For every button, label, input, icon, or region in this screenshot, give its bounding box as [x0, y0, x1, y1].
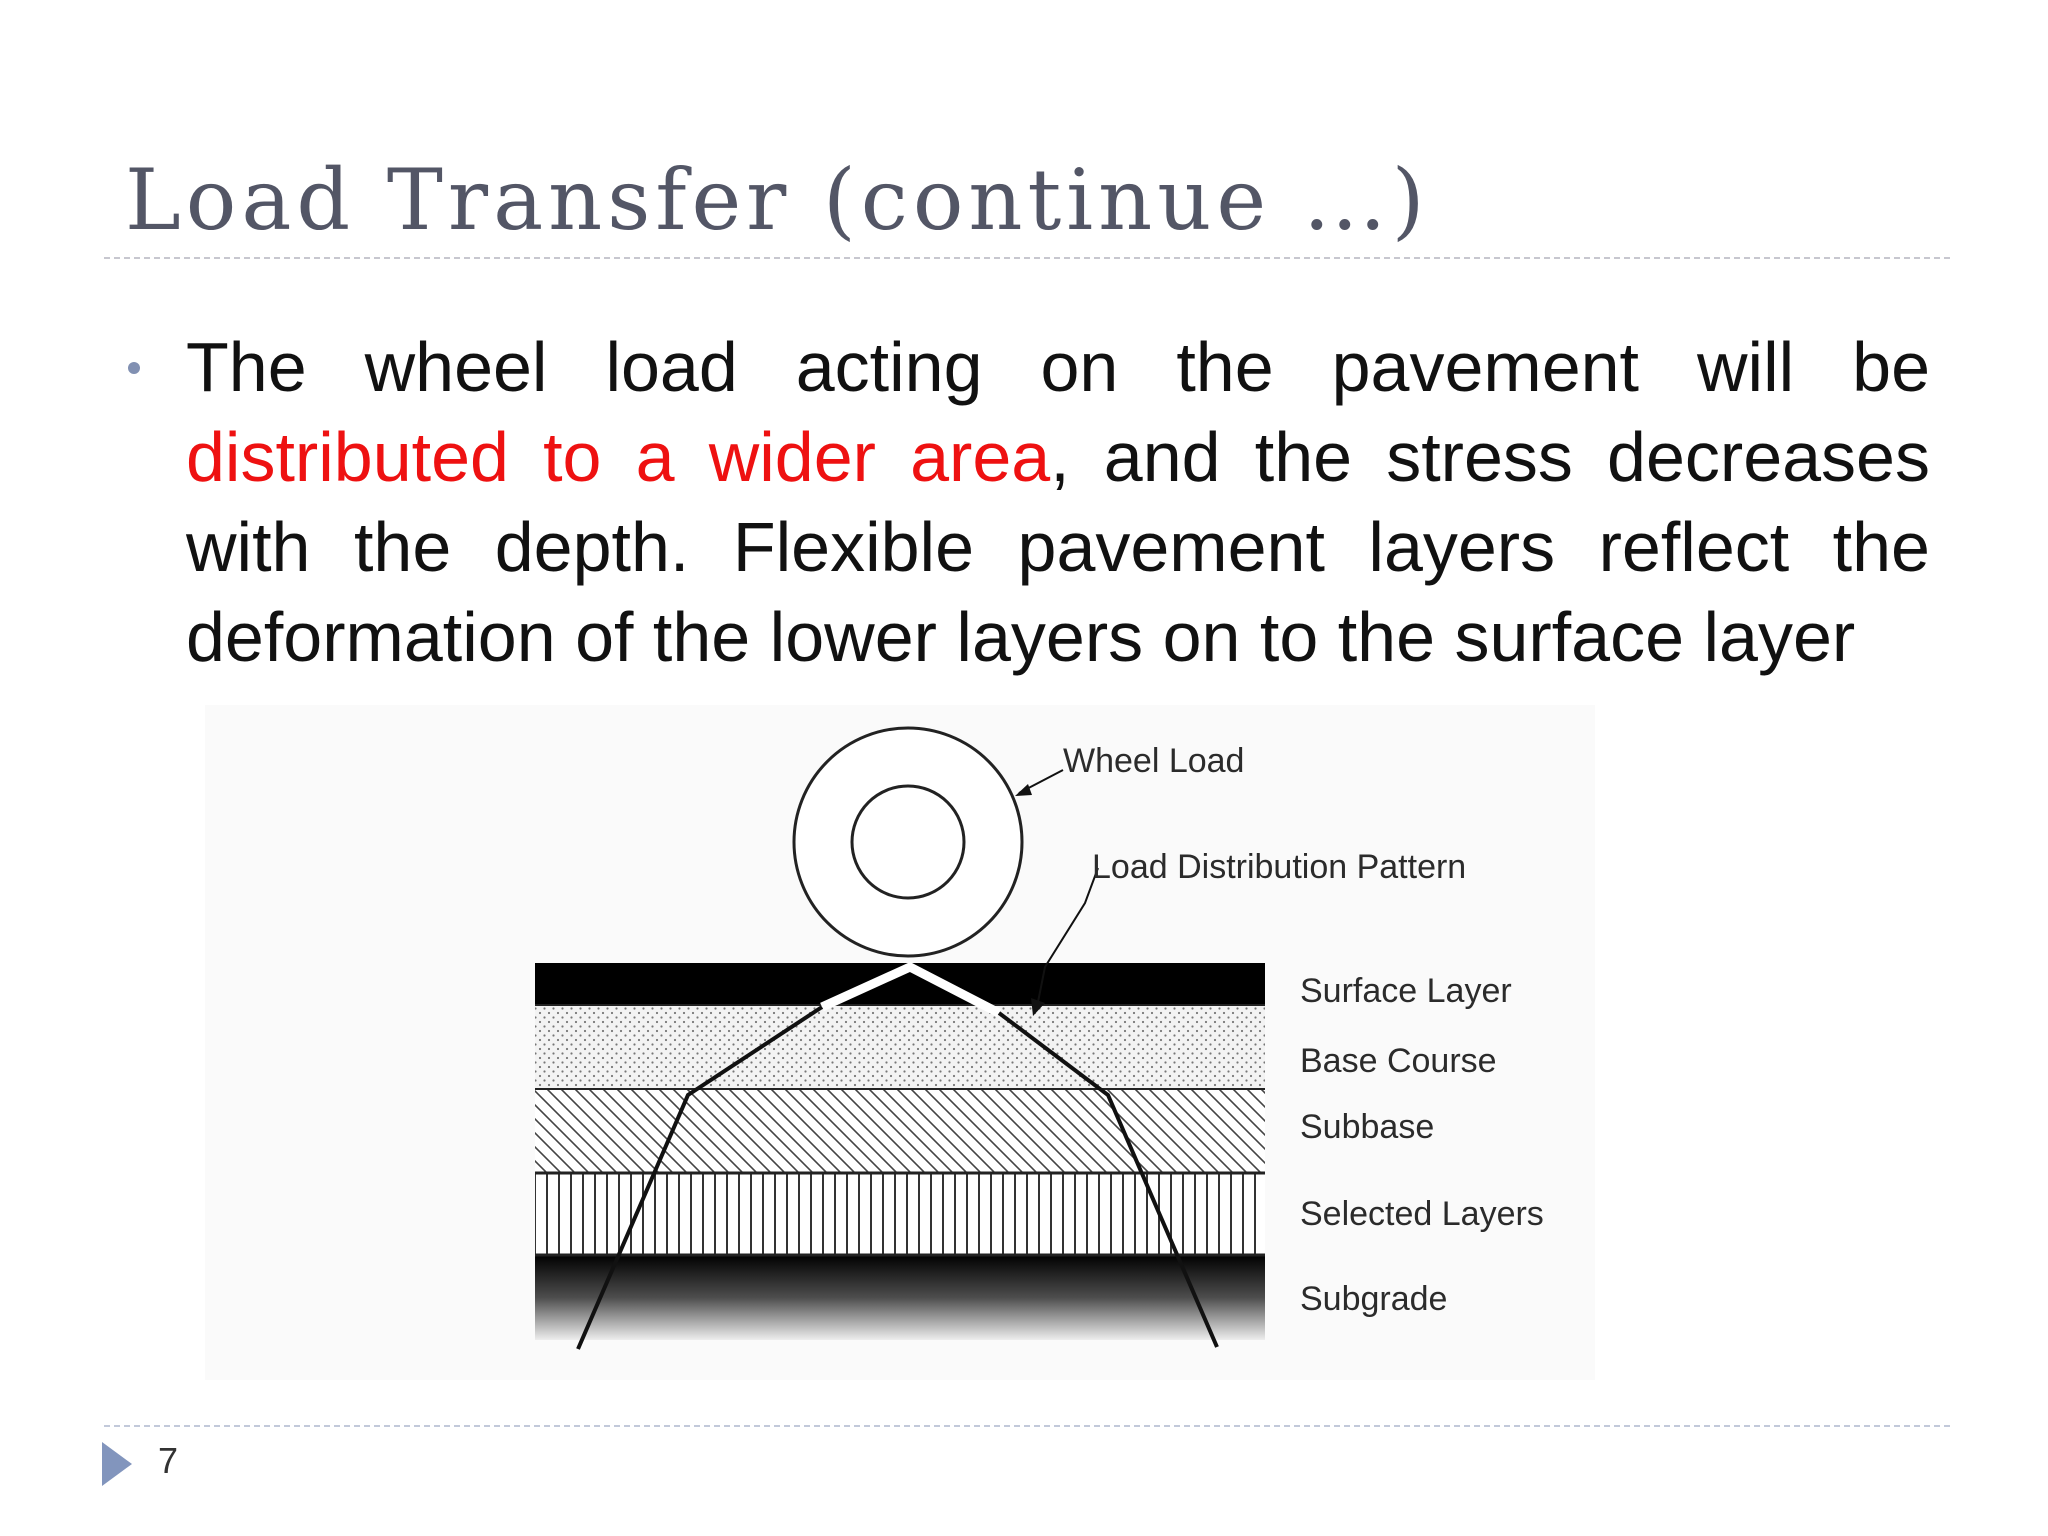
- label-load-distribution: Load Distribution Pattern: [1092, 848, 1466, 886]
- label-subbase: Subbase: [1300, 1108, 1434, 1146]
- distribution-pointer-arrow: [1031, 867, 1099, 1016]
- label-base-course: Base Course: [1300, 1042, 1497, 1080]
- label-wheel-load: Wheel Load: [1063, 742, 1244, 780]
- bullet-icon: [128, 362, 140, 374]
- bullet-text-part1: The wheel load acting on the pavement wi…: [186, 328, 1930, 406]
- label-subgrade: Subgrade: [1300, 1280, 1447, 1318]
- slide-marker-icon: [102, 1442, 132, 1486]
- slide-title: Load Transfer (continue …): [125, 151, 1430, 249]
- label-selected-layers: Selected Layers: [1300, 1195, 1544, 1233]
- label-surface-layer: Surface Layer: [1300, 972, 1512, 1010]
- bullet-text-part2: , and the stress decreases with the dept…: [186, 418, 1930, 676]
- selected-layers-band: [535, 1173, 1265, 1255]
- subgrade-band: [535, 1255, 1265, 1340]
- wheel-load-pointer-arrow: [1015, 769, 1064, 796]
- wheel-icon: [792, 726, 1024, 958]
- load-distribution-lines: [576, 961, 1219, 1350]
- footer-divider: [104, 1425, 1950, 1427]
- subbase-band: [535, 1089, 1265, 1173]
- title-divider: [104, 257, 1950, 259]
- pavement-load-diagram: Wheel Load Load Distribution Pattern Sur…: [205, 705, 1595, 1380]
- bullet-text-highlight: distributed to a wider area: [186, 418, 1051, 496]
- slide-number: 7: [158, 1440, 179, 1481]
- bullet-text: The wheel load acting on the pavement wi…: [186, 322, 1930, 682]
- base-course-band: [535, 1005, 1265, 1089]
